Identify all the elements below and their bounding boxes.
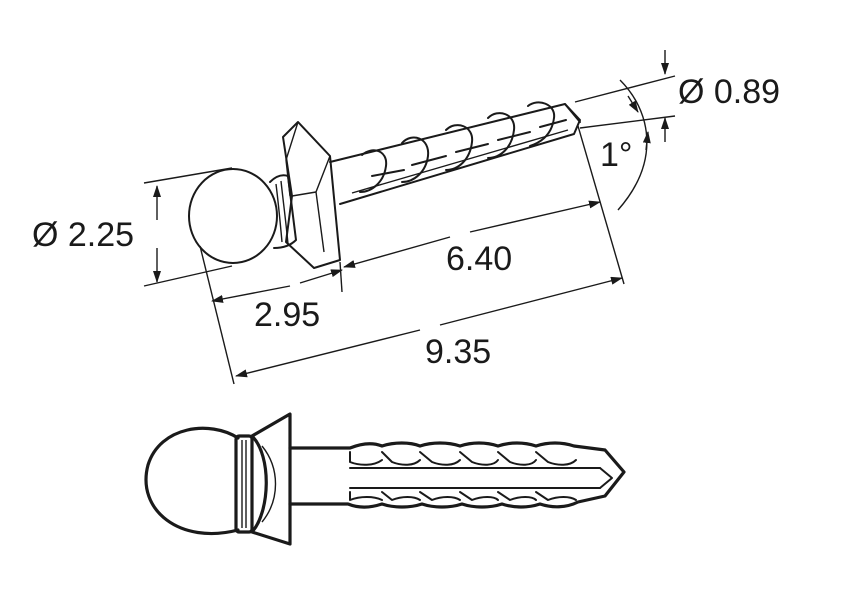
dim-head-length: 2.95	[199, 245, 343, 385]
dim-angle: 1°	[600, 79, 651, 211]
dim-head-diameter: Ø 2.25	[32, 167, 233, 287]
thread-helix	[359, 101, 567, 193]
dim-shank-diameter: Ø 0.89	[574, 50, 780, 142]
screw-isometric-view	[188, 101, 581, 269]
label-head-diameter: Ø 2.25	[32, 216, 134, 254]
side-flange	[250, 412, 292, 546]
side-shank	[288, 441, 626, 509]
side-collar	[234, 434, 254, 534]
flange	[282, 121, 341, 269]
label-head-length: 2.95	[254, 296, 320, 334]
label-thread-length: 6.40	[446, 240, 512, 278]
label-angle: 1°	[600, 136, 633, 174]
collar	[269, 174, 297, 249]
label-total-length: 9.35	[425, 333, 491, 371]
side-ball	[144, 426, 240, 536]
dim-total-length: 9.35	[235, 276, 623, 378]
label-shank-diameter: Ø 0.89	[678, 73, 780, 111]
screw-side-view	[144, 412, 626, 546]
ball-head	[188, 168, 278, 264]
dim-thread-length: 6.40	[339, 125, 625, 293]
